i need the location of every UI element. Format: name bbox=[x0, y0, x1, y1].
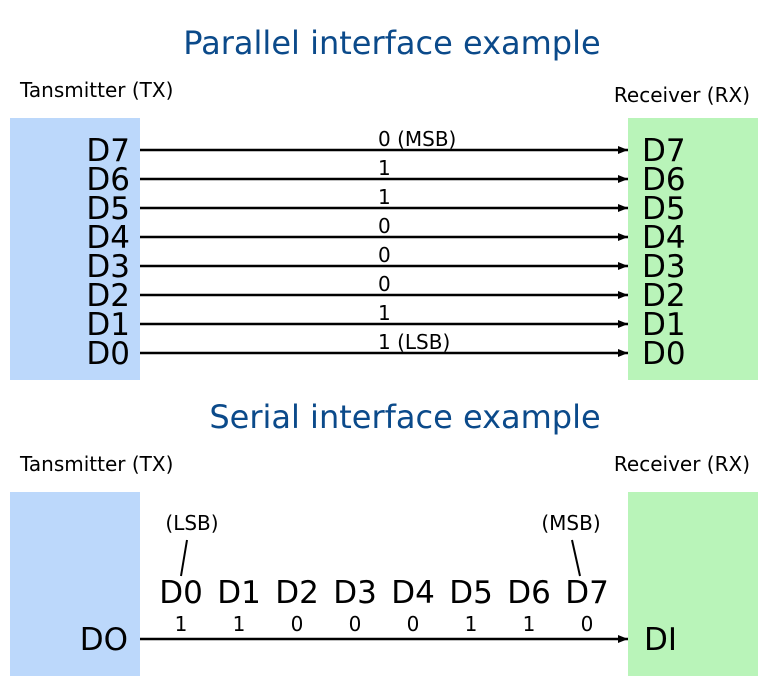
parallel-rx-label: Receiver (RX) bbox=[614, 83, 750, 107]
parallel-line: D0 1 (LSB) D0 bbox=[86, 330, 685, 372]
rx-pin-label: D5 bbox=[642, 191, 686, 227]
tx-pin-label: D6 bbox=[86, 162, 130, 198]
serial-bit-value: 0 bbox=[349, 612, 362, 636]
rx-pin-label: D3 bbox=[642, 249, 686, 285]
serial-bit-value: 1 bbox=[465, 612, 478, 636]
serial-bit: D11 bbox=[217, 575, 261, 636]
serial-bit: D40 bbox=[391, 575, 435, 636]
serial-bit-name: D1 bbox=[217, 575, 261, 611]
parallel-line: D7 0 (MSB) D7 bbox=[86, 127, 685, 169]
parallel-line: D2 0 D2 bbox=[86, 272, 685, 314]
rx-pin-label: D0 bbox=[642, 336, 686, 372]
parallel-bit-value: 0 bbox=[378, 214, 391, 238]
serial-bit: D51 bbox=[449, 575, 493, 636]
serial-bit-value: 0 bbox=[581, 612, 594, 636]
tx-pin-label: D4 bbox=[86, 220, 130, 256]
tx-pin-label: D7 bbox=[86, 133, 130, 169]
tx-pin-label: D1 bbox=[86, 307, 130, 343]
serial-tx-pin: DO bbox=[80, 622, 128, 658]
serial-bit-value: 0 bbox=[407, 612, 420, 636]
parallel-title: Parallel interface example bbox=[183, 24, 600, 62]
parallel-bit-value: 1 bbox=[378, 185, 391, 209]
serial-bit: D61 bbox=[507, 575, 551, 636]
parallel-line: D6 1 D6 bbox=[86, 156, 685, 198]
msb-note: (MSB) bbox=[541, 511, 600, 535]
msb-pointer-line bbox=[571, 539, 581, 577]
serial-tx-label: Tansmitter (TX) bbox=[19, 452, 173, 476]
serial-bit-name: D2 bbox=[275, 575, 319, 611]
rx-pin-label: D7 bbox=[642, 133, 686, 169]
parallel-bit-value: 0 bbox=[378, 272, 391, 296]
parallel-receiver-block bbox=[628, 118, 758, 380]
serial-transmitter-block bbox=[10, 492, 140, 676]
rx-pin-label: D1 bbox=[642, 307, 686, 343]
lsb-pointer-line bbox=[180, 539, 188, 577]
lsb-note: (LSB) bbox=[165, 511, 218, 535]
serial-bit-value: 1 bbox=[523, 612, 536, 636]
parallel-bit-value: 1 bbox=[378, 156, 391, 180]
rx-pin-label: D4 bbox=[642, 220, 686, 256]
serial-rx-pin: DI bbox=[644, 622, 677, 658]
serial-bit-name: D3 bbox=[333, 575, 377, 611]
parallel-line: D3 0 D3 bbox=[86, 243, 685, 285]
tx-pin-label: D5 bbox=[86, 191, 130, 227]
serial-bit: D20 bbox=[275, 575, 319, 636]
parallel-tx-label: Tansmitter (TX) bbox=[19, 78, 173, 102]
parallel-bit-value: 1 bbox=[378, 301, 391, 325]
rx-pin-label: D6 bbox=[642, 162, 686, 198]
rx-pin-label: D2 bbox=[642, 278, 686, 314]
serial-bit-name: D4 bbox=[391, 575, 435, 611]
serial-bit-name: D6 bbox=[507, 575, 551, 611]
parallel-bit-value: 0 (MSB) bbox=[378, 127, 456, 151]
tx-pin-label: D2 bbox=[86, 278, 130, 314]
serial-bit-name: D0 bbox=[159, 575, 203, 611]
serial-bit: D70 bbox=[565, 575, 609, 636]
serial-bit: D30 bbox=[333, 575, 377, 636]
serial-bit-value: 0 bbox=[291, 612, 304, 636]
parallel-line: D4 0 D4 bbox=[86, 214, 685, 256]
serial-bit-value: 1 bbox=[175, 612, 188, 636]
serial-title: Serial interface example bbox=[209, 398, 600, 436]
serial-receiver-block bbox=[628, 492, 758, 676]
parallel-bit-value: 1 (LSB) bbox=[378, 330, 450, 354]
serial-rx-label: Receiver (RX) bbox=[614, 452, 750, 476]
parallel-transmitter-block bbox=[10, 118, 140, 380]
tx-pin-label: D0 bbox=[86, 336, 130, 372]
parallel-line: D1 1 D1 bbox=[86, 301, 685, 343]
parallel-bit-value: 0 bbox=[378, 243, 391, 267]
serial-bit-name: D5 bbox=[449, 575, 493, 611]
tx-pin-label: D3 bbox=[86, 249, 130, 285]
serial-bit-value: 1 bbox=[233, 612, 246, 636]
serial-bit-name: D7 bbox=[565, 575, 609, 611]
serial-bit: D01 bbox=[159, 575, 203, 636]
parallel-line: D5 1 D5 bbox=[86, 185, 685, 227]
